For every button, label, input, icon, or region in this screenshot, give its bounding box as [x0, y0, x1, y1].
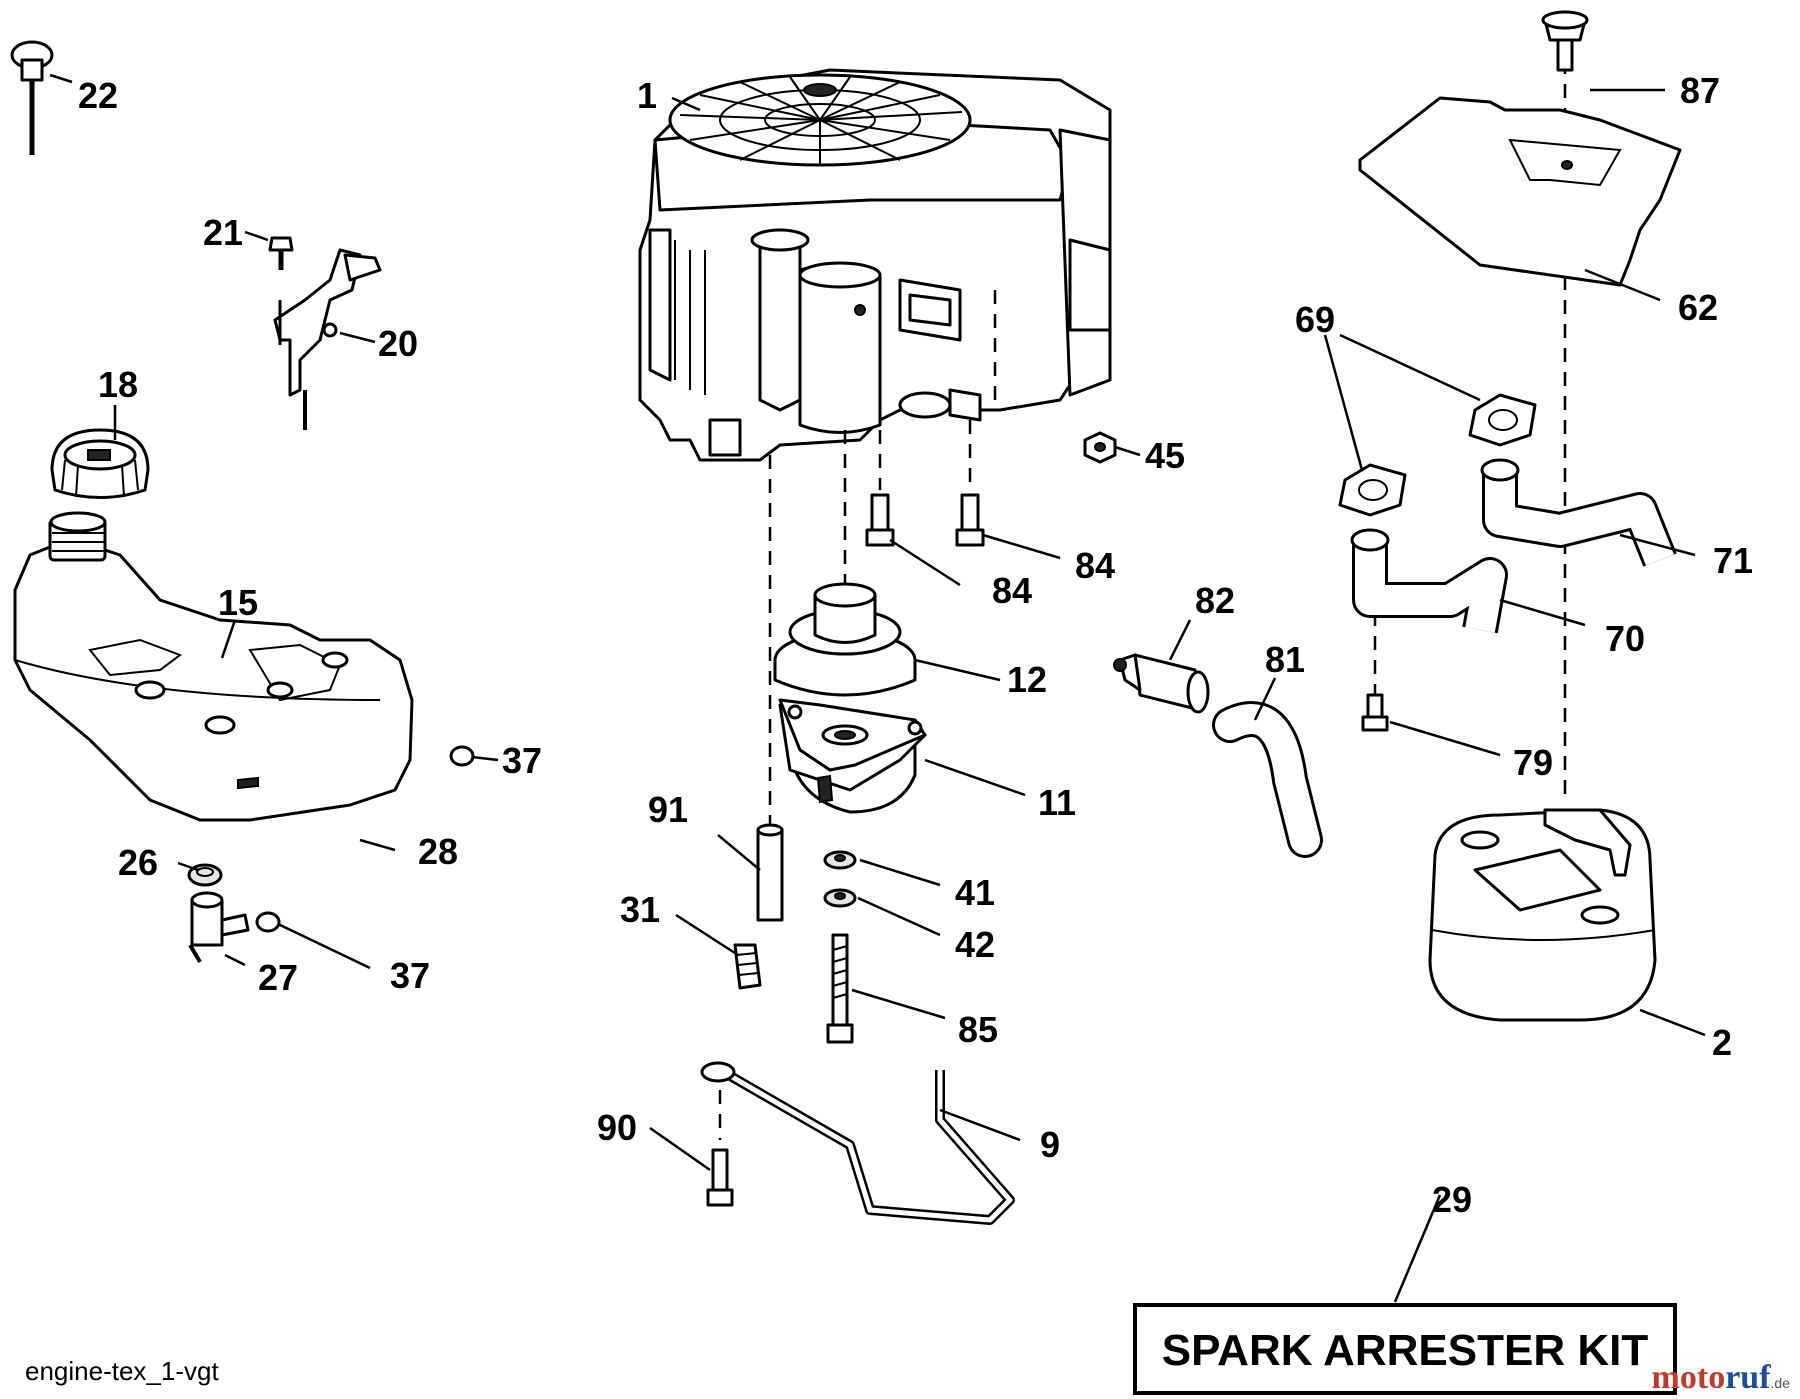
- callout-81: 81: [1265, 639, 1305, 680]
- callout-82: 82: [1195, 580, 1235, 621]
- callout-71: 71: [1713, 540, 1753, 581]
- muffler-part[interactable]: [1428, 808, 1657, 1022]
- hose-clamp-part[interactable]: [255, 745, 475, 933]
- callout-2: 2: [1712, 1022, 1732, 1063]
- callout-37-upper: 37: [502, 740, 542, 781]
- heat-shield-part[interactable]: [1358, 96, 1682, 287]
- callout-22: 22: [78, 75, 118, 116]
- callout-70: 70: [1605, 618, 1645, 659]
- spark-arrester-kit-label: SPARK ARRESTER KIT: [1162, 1326, 1649, 1375]
- callout-45: 45: [1145, 435, 1185, 476]
- bolt-21-part[interactable]: [268, 236, 294, 270]
- gasket-69-part[interactable]: [1338, 393, 1537, 517]
- spark-arrester-kit-box[interactable]: SPARK ARRESTER KIT: [1133, 1303, 1677, 1395]
- callout-42: 42: [955, 924, 995, 965]
- callout-numbers: 1 22 21 20 18 15 26 27 28 37 37 45 84 84…: [78, 70, 1753, 1220]
- callout-1: 1: [637, 75, 657, 116]
- choke-knob-part[interactable]: [10, 40, 54, 155]
- callout-20: 20: [378, 323, 418, 364]
- callout-37-lower: 37: [390, 955, 430, 996]
- spacer-91-part[interactable]: [756, 823, 784, 922]
- watermark: motoruf.de: [1652, 1359, 1791, 1396]
- pulley-part[interactable]: [773, 582, 917, 697]
- fitting-82-part[interactable]: [1113, 653, 1210, 714]
- svg-text:motoruf.de: motoruf.de: [1652, 1359, 1791, 1396]
- leader-lines: [49, 73, 1706, 1303]
- callout-27: 27: [258, 957, 298, 998]
- bolt-85-part[interactable]: [826, 933, 854, 1044]
- bolt-79-part[interactable]: [1361, 693, 1389, 732]
- callout-18: 18: [98, 364, 138, 405]
- callout-31: 31: [620, 889, 660, 930]
- bolt-90-part[interactable]: [706, 1148, 734, 1207]
- engine-part[interactable]: [638, 68, 1112, 462]
- watermark-brand-accent: ruf: [1725, 1359, 1771, 1396]
- watermark-domain: .de: [1771, 1375, 1791, 1391]
- brake-rod-part[interactable]: [700, 1061, 1015, 1225]
- fuel-cap-part[interactable]: [50, 428, 150, 499]
- callout-84-right: 84: [1075, 545, 1115, 586]
- hose-81-part[interactable]: [1212, 701, 1323, 858]
- callout-11: 11: [1038, 782, 1076, 823]
- fuel-line-part[interactable]: [288, 757, 457, 913]
- callout-12: 12: [1007, 659, 1047, 700]
- throttle-bracket-part[interactable]: [273, 248, 382, 430]
- nut-45-part[interactable]: [1083, 431, 1117, 464]
- exhaust-pipe-70-part[interactable]: [1350, 528, 1508, 634]
- callout-26: 26: [118, 842, 158, 883]
- callout-21: 21: [203, 212, 243, 253]
- screw-87-part[interactable]: [1541, 10, 1589, 72]
- pto-clutch-part[interactable]: [778, 698, 927, 814]
- callout-79: 79: [1513, 742, 1553, 783]
- callout-91: 91: [648, 789, 688, 830]
- callout-15: 15: [218, 582, 258, 623]
- exhaust-pipe-71-part[interactable]: [1480, 458, 1677, 567]
- washer-41-part[interactable]: [823, 850, 857, 870]
- callout-62: 62: [1678, 287, 1718, 328]
- callout-29: 29: [1432, 1179, 1472, 1220]
- callout-9: 9: [1040, 1124, 1060, 1165]
- callout-84-left: 84: [992, 570, 1032, 611]
- bolt-84-part[interactable]: [865, 493, 985, 547]
- callout-41: 41: [955, 872, 995, 913]
- insert-nut-part[interactable]: [733, 943, 762, 990]
- watermark-brand: moto: [1652, 1359, 1726, 1396]
- fuel-shutoff-part[interactable]: [188, 891, 250, 964]
- callout-28: 28: [418, 831, 458, 872]
- diagram-caption: engine-tex_1-vgt: [25, 1356, 219, 1386]
- callout-69: 69: [1295, 299, 1335, 340]
- callout-85: 85: [958, 1009, 998, 1050]
- callout-87: 87: [1680, 70, 1720, 111]
- washer-42-part[interactable]: [823, 888, 857, 908]
- callout-90: 90: [597, 1107, 637, 1148]
- fuel-tank-part[interactable]: [13, 511, 414, 822]
